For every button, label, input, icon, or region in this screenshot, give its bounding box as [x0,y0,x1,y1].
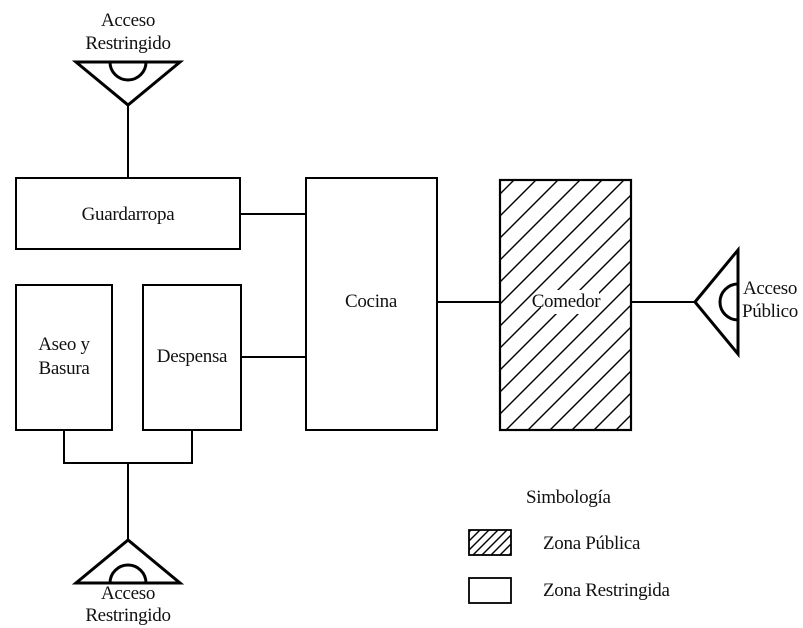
legend-title: Simbología [526,487,611,508]
room-cocina: Cocina [305,177,438,431]
room-comedor: Comedor [498,178,633,432]
access-bottom-door-arc [108,563,148,584]
room-guardarropa-label: Guardarropa [82,204,176,225]
room-cocina-label: Cocina [345,291,398,312]
legend-restricted-zone: Zona Restringida [468,577,671,604]
access-top-label-line2: Restringido [85,33,170,54]
access-public-right: Acceso Público [693,245,798,359]
access-top-symbol [71,60,185,107]
access-bottom-symbol [71,538,185,585]
access-bottom-label-line2: Restringido [85,605,170,626]
legend: Simbología Zona Pública Zona Restringida [468,487,671,604]
access-top-label-line1: Acceso [101,10,155,31]
room-aseo-basura-label-line2: Basura [39,358,91,379]
legend-public-zone-label: Zona Pública [543,533,641,554]
room-despensa: Despensa [142,284,242,431]
access-right-symbol [693,245,740,359]
room-aseo-basura: Aseo y Basura [15,284,113,431]
access-right-door-arc [718,282,739,322]
access-restricted-top: Acceso Restringido [71,10,185,178]
access-bottom-label-line1: Acceso [101,583,155,604]
room-comedor-label: Comedor [532,291,602,312]
legend-hatch-swatch [469,530,511,555]
access-right-label-line1: Acceso [743,278,797,299]
access-restricted-bottom: Acceso Restringido [71,538,185,626]
connector-bottom-bracket [63,430,193,540]
legend-public-zone: Zona Pública [468,529,641,556]
room-despensa-label: Despensa [157,346,228,367]
access-right-label-line2: Público [742,301,798,322]
access-top-door-arc [108,61,148,82]
room-guardarropa: Guardarropa [15,177,241,250]
legend-restricted-zone-label: Zona Restringida [543,580,670,601]
room-aseo-basura-label-line1: Aseo y [38,334,90,355]
